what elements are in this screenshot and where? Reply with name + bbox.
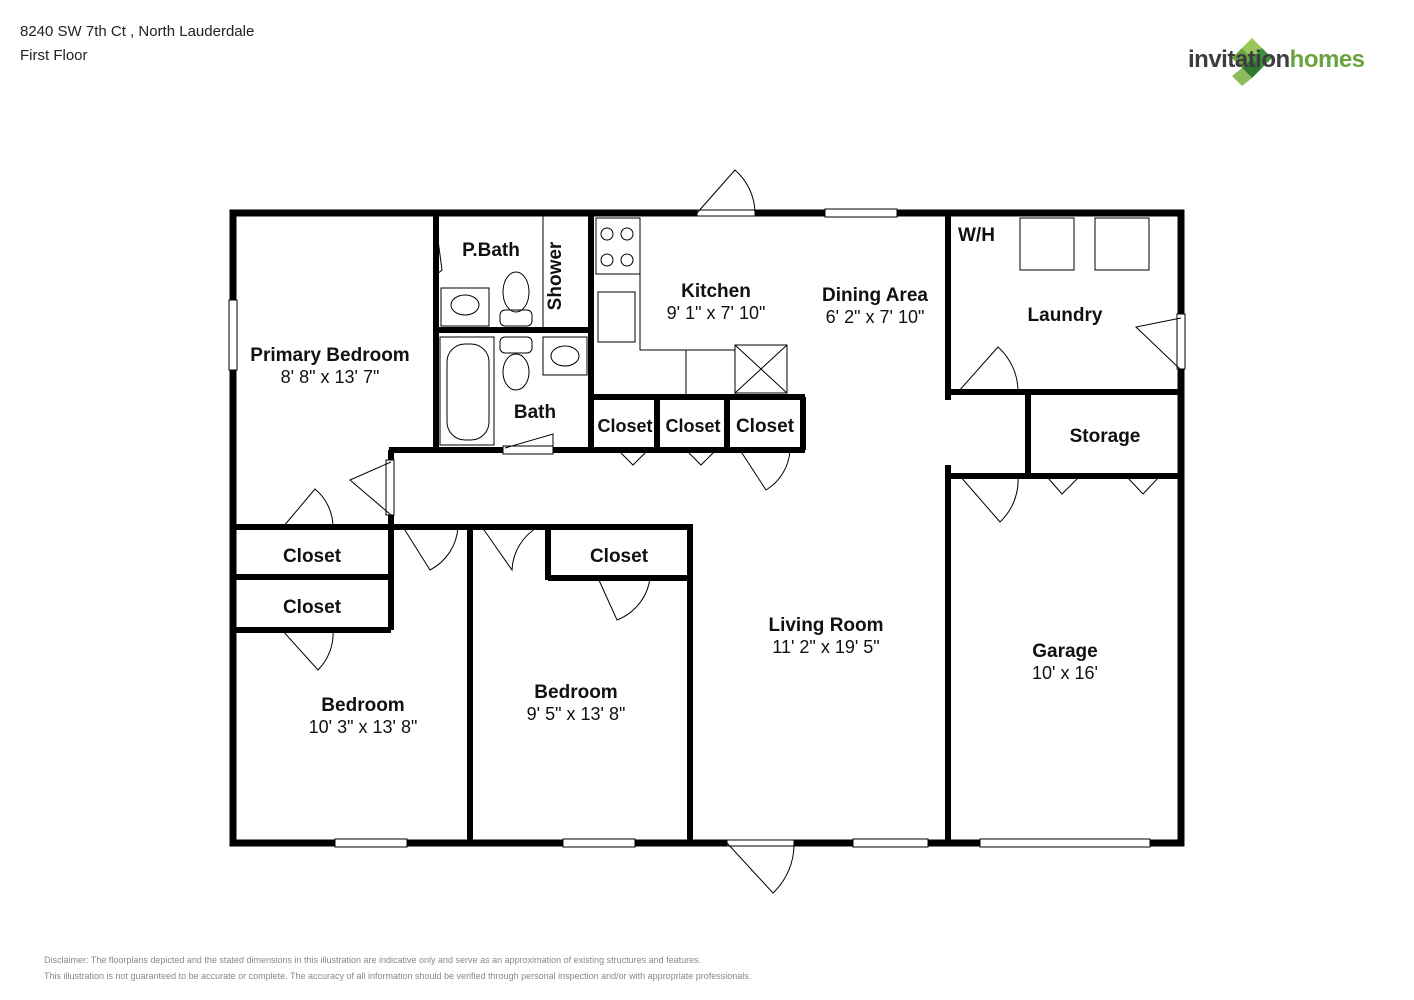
fixtures [439, 217, 1150, 446]
bedroom2-closet-label: Closet [590, 546, 649, 567]
dining-area-label: Dining Area [822, 285, 928, 306]
bath-label: Bath [514, 402, 556, 423]
logo-wordmark: invitationhomes [1188, 46, 1365, 74]
living-room-dims: 11' 2" x 19' 5" [772, 637, 879, 657]
shower-label: Shower [545, 241, 566, 310]
left-closet-2-label: Closet [283, 597, 342, 618]
primary-bedroom-dims: 8' 8" x 13' 7" [281, 367, 380, 387]
garage-dims: 10' x 16' [1032, 663, 1098, 683]
living-room-label: Living Room [768, 615, 883, 636]
storage-label: Storage [1070, 426, 1141, 447]
pbath-label: P.Bath [462, 240, 520, 261]
primary-bedroom-label: Primary Bedroom [250, 345, 409, 366]
kitchen-label: Kitchen [681, 281, 751, 302]
laundry-label: Laundry [1028, 305, 1103, 326]
disclaimer-line-2: This illustration is not guaranteed to b… [44, 971, 752, 981]
kitchen-closet-1-label: Closet [597, 416, 652, 436]
logo-word-homes: homes [1289, 46, 1365, 73]
windows [228, 208, 1186, 848]
left-closet-1-label: Closet [283, 546, 342, 567]
bedroom-1-dims: 10' 3" x 13' 8" [309, 717, 418, 737]
bedroom-1-label: Bedroom [321, 695, 404, 716]
disclaimer-line-1: Disclaimer: The floorplans depicted and … [44, 955, 702, 965]
dining-area-dims: 6' 2" x 7' 10" [826, 307, 925, 327]
kitchen-dims: 9' 1" x 7' 10" [667, 303, 766, 323]
logo-word-invitation: invitation [1188, 46, 1290, 73]
doors [281, 169, 1182, 894]
garage-label: Garage [1032, 641, 1097, 662]
interior-walls [233, 213, 1181, 843]
wh-label: W/H [958, 225, 995, 246]
bedroom-2-dims: 9' 5" x 13' 8" [527, 704, 626, 724]
kitchen-closet-2-label: Closet [665, 416, 720, 436]
invitation-homes-logo-icon [1232, 38, 1272, 86]
kitchen-closet-3-label: Closet [736, 416, 795, 437]
bedroom-2-label: Bedroom [534, 682, 617, 703]
property-address: 8240 SW 7th Ct , North Lauderdale [20, 23, 255, 40]
logo-mark [1232, 38, 1272, 86]
floor-label: First Floor [20, 47, 88, 64]
room-labels: Primary Bedroom 8' 8" x 13' 7" P.Bath Sh… [250, 225, 1140, 737]
